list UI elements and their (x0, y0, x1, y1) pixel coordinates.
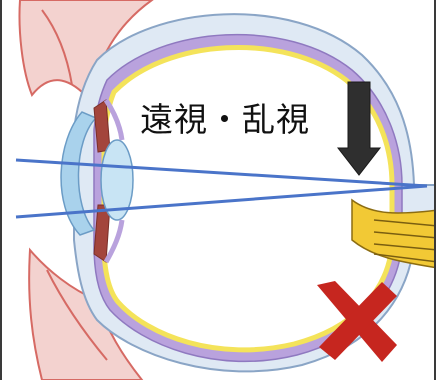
diagram-caption: 遠視・乱視 (140, 93, 310, 141)
